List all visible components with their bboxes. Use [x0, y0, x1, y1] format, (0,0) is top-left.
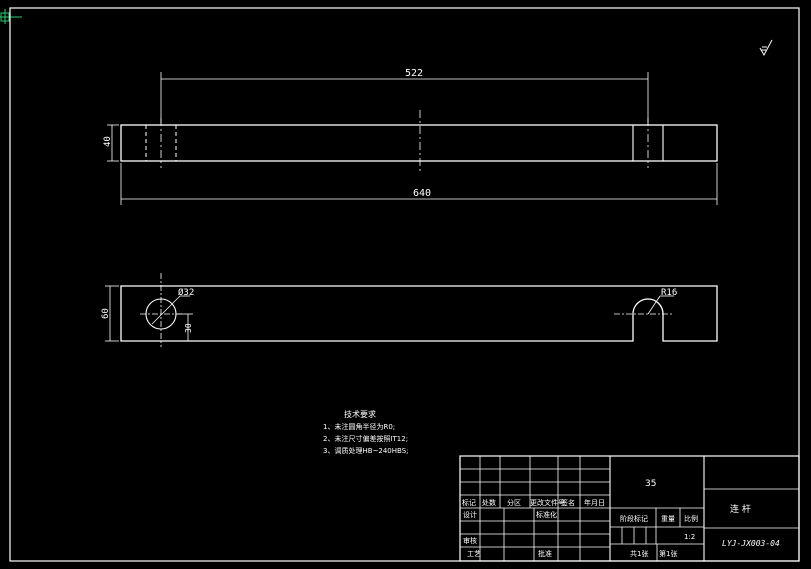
tech-requirement-item: 3、调质处理HB~240HBS; [323, 446, 409, 455]
title-block [459, 455, 800, 562]
front-view [107, 72, 718, 205]
tb-header-date: 年月日 [584, 498, 605, 507]
tb-header-count: 处数 [482, 498, 496, 507]
dim-height: 40 [103, 136, 113, 147]
tb-drawing-number: LYJ-JX003-04 [722, 539, 780, 548]
tb-header-zone: 分区 [507, 498, 521, 507]
tb-scale-value: 1:2 [684, 533, 695, 541]
tb-header-mark: 标记 [462, 498, 476, 507]
dim-center-distance: 522 [405, 68, 423, 79]
dim-hole-diameter: Ø32 [178, 287, 194, 298]
tb-designer-label: 设计 [463, 510, 477, 519]
tech-requirement-item: 2、未注尺寸偏差按照IT12; [323, 434, 408, 443]
tb-scale-label: 比例 [684, 514, 698, 523]
dim-total-length: 640 [413, 188, 431, 199]
dim-slot-radius: R16 [661, 288, 677, 298]
surface-roughness-symbol [759, 39, 773, 57]
top-view-body [120, 285, 718, 342]
tb-reviewer-label: 审核 [463, 536, 477, 545]
tb-part-name: 连 杆 [730, 503, 751, 515]
tb-weight-label: 重量 [661, 515, 675, 523]
tech-requirement-item: 1、未注圆角半径为R0; [323, 422, 395, 431]
drawing-frame [9, 7, 800, 562]
tb-total-sheets: 共1张 [630, 549, 648, 558]
tb-stage-label: 阶段标记 [620, 514, 648, 523]
tb-header-signature: 签名 [561, 498, 575, 507]
dim-width: 60 [101, 308, 111, 319]
tech-requirements-title: 技术要求 [344, 409, 376, 419]
crosshair-icon[interactable] [0, 9, 22, 24]
tb-material: 35 [645, 479, 656, 489]
tb-process-label: 工艺 [467, 550, 481, 558]
tb-sheet-number: 第1张 [659, 549, 677, 558]
tb-header-change-doc: 更改文件号 [530, 498, 565, 507]
top-view [105, 273, 718, 347]
front-view-body [120, 124, 718, 162]
tb-standardization-label: 标准化 [536, 510, 557, 519]
tb-approval-label: 批准 [538, 549, 552, 558]
dim-hole-offset: 30 [184, 323, 193, 333]
